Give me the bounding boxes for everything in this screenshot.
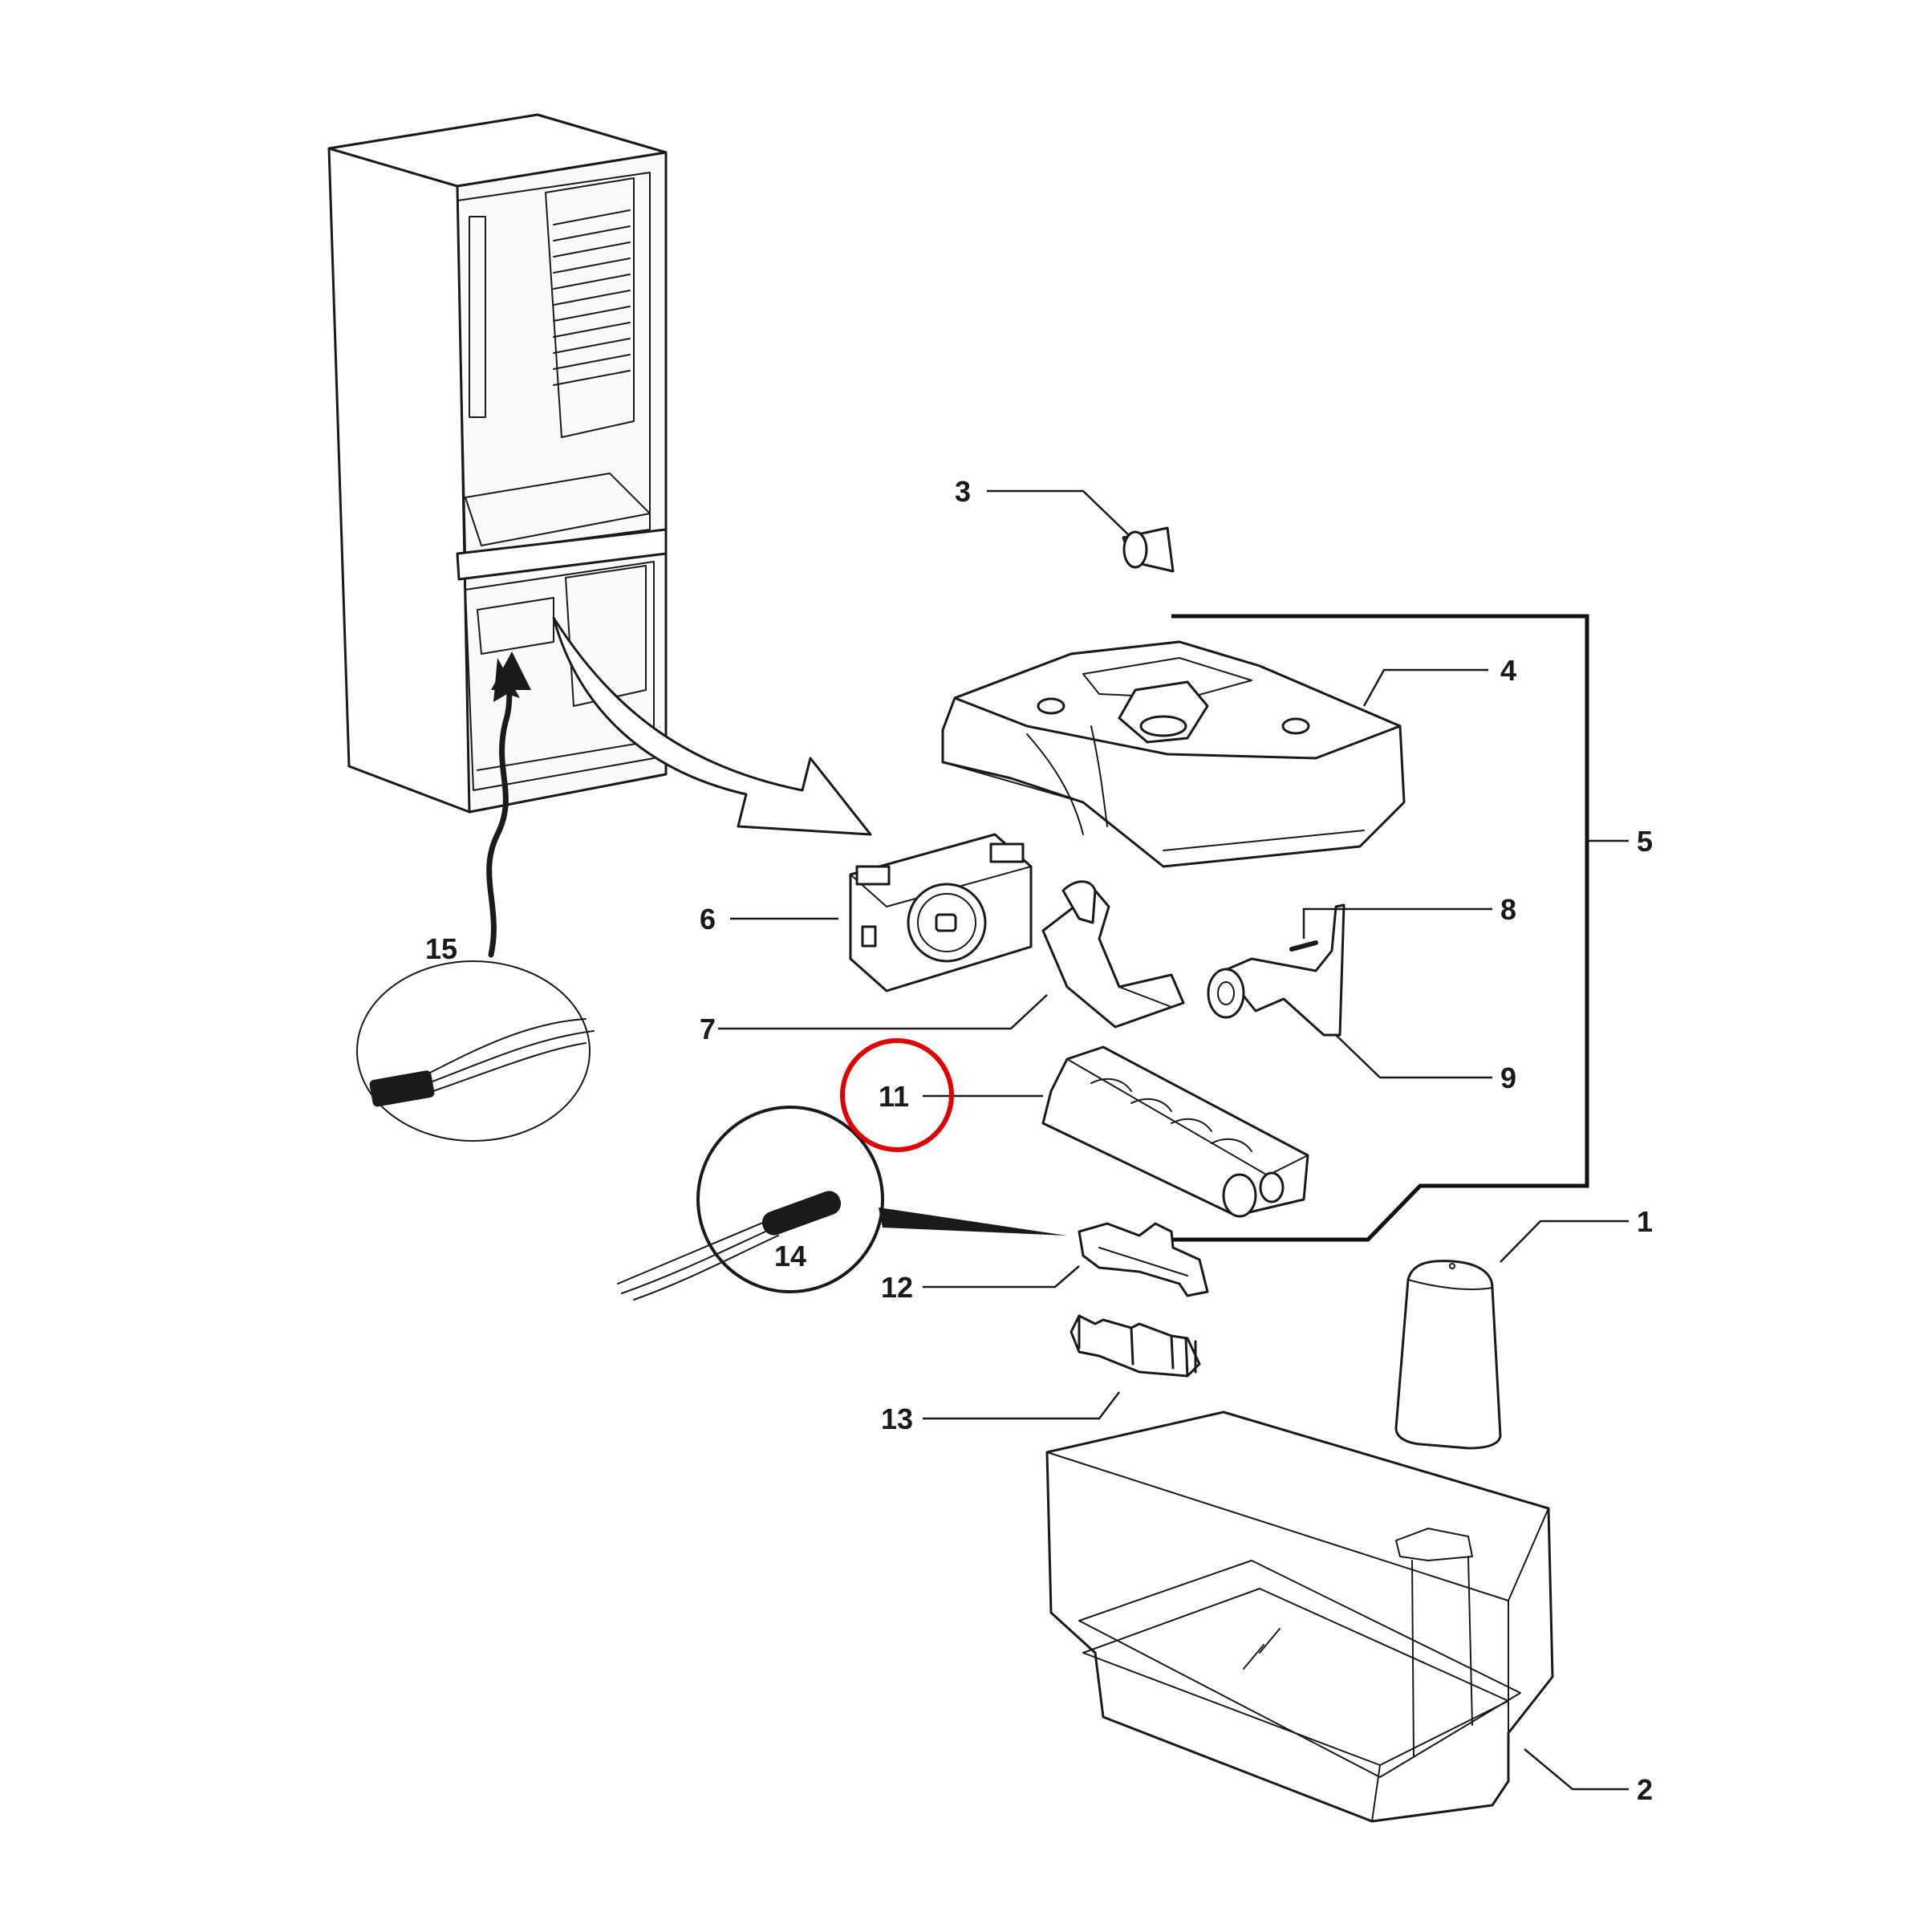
part-4-ice-maker-housing <box>941 640 1406 868</box>
callout-1: 1 <box>1637 1205 1653 1238</box>
callout-9: 9 <box>1500 1061 1516 1094</box>
part-3-cap <box>1122 526 1175 573</box>
part-7-bracket <box>1041 880 1185 1029</box>
part-11-ice-tray <box>1041 1045 1309 1218</box>
inset-pointer <box>879 1208 1067 1236</box>
part-1-cover <box>1394 1260 1502 1450</box>
location-arrow <box>552 616 872 836</box>
part-2-ice-bucket <box>1045 1410 1554 1823</box>
callout-5: 5 <box>1637 825 1653 858</box>
highlight-circle-11 <box>840 1038 954 1152</box>
callout-15: 15 <box>425 932 457 965</box>
leader-lines <box>718 489 1629 1791</box>
part-9-arm <box>1207 903 1346 1037</box>
part-13-bracket <box>1070 1314 1201 1378</box>
callout-7: 7 <box>700 1013 716 1045</box>
assembly-5-bracket <box>1171 614 1589 1242</box>
part-6-control-module <box>849 833 1033 992</box>
callout-4: 4 <box>1500 654 1516 687</box>
rear-vent-grille <box>553 209 631 386</box>
callout-2: 2 <box>1637 1773 1653 1806</box>
part-12-bracket <box>1078 1222 1209 1297</box>
callout-6: 6 <box>700 903 716 936</box>
callout-8: 8 <box>1500 893 1516 926</box>
part-8-pin <box>1289 940 1318 952</box>
callout-13: 13 <box>881 1402 913 1435</box>
part-15-sensor-inset <box>356 960 595 1142</box>
callout-3: 3 <box>955 475 971 508</box>
refrigerator-cabinet <box>327 113 668 814</box>
callout-14: 14 <box>774 1240 806 1272</box>
callout-labels: 1 2 3 4 5 6 7 8 9 11 12 13 14 15 <box>425 475 1653 1806</box>
callout-11: 11 <box>879 1080 909 1113</box>
part-14-sensor-inset <box>617 1106 1067 1301</box>
sensor-route-arrow <box>486 651 531 958</box>
callout-12: 12 <box>881 1271 913 1304</box>
